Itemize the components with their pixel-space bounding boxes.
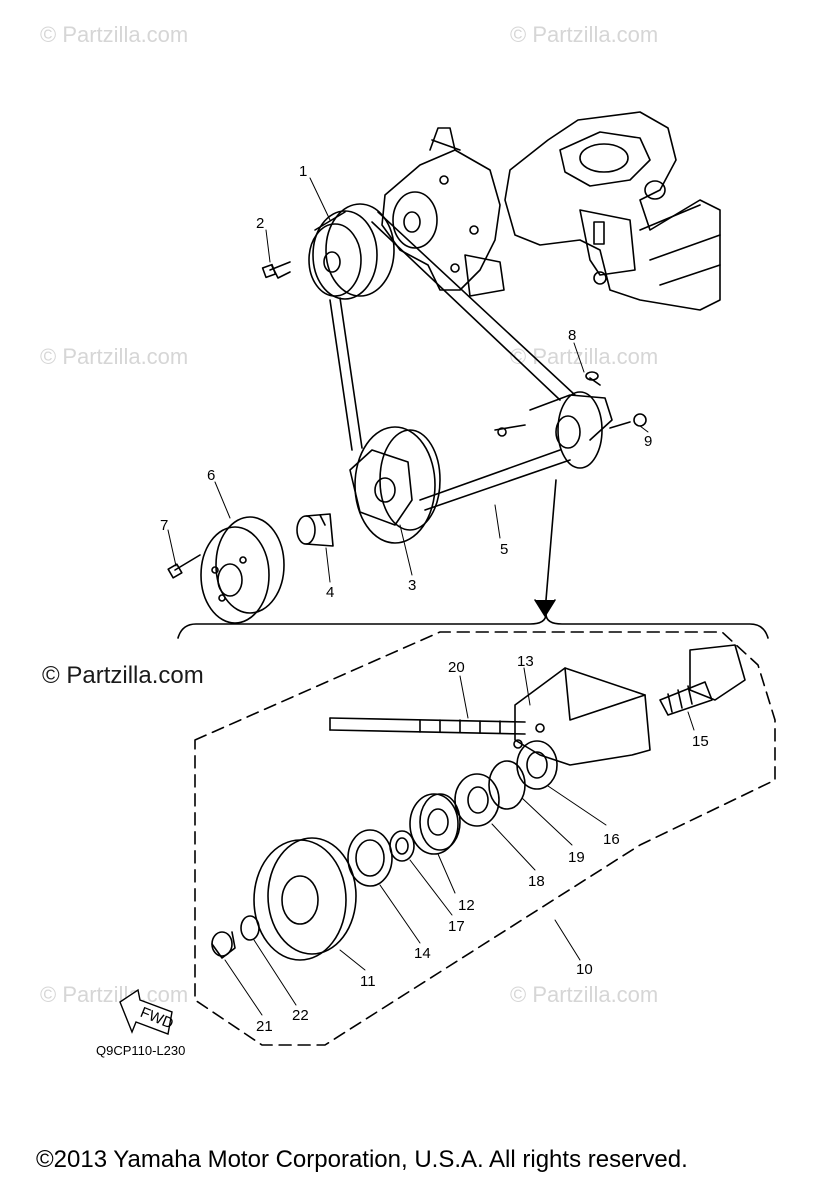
detail-pointer [544,479,557,613]
nut-21 [211,931,236,959]
detail-frame [194,631,776,1046]
washer-16 [516,740,558,790]
fwd-arrow [119,988,173,1035]
water-pump [381,127,505,297]
callout-21: 21 [256,1018,273,1035]
callout-3: 3 [408,577,416,594]
callout-4: 4 [326,584,334,601]
callout-14: 14 [414,945,431,962]
pulley-6 [200,516,285,624]
callout-5: 5 [500,541,508,558]
callout-18: 18 [528,873,545,890]
v-belt [329,211,576,511]
callout-22: 22 [292,1007,309,1024]
callout-2: 2 [256,215,264,232]
copyright-notice: ©2013 Yamaha Motor Corporation, U.S.A. A… [36,1146,688,1173]
top-pulley [308,203,395,300]
detail-bracket [177,613,769,639]
washer-18 [454,773,500,827]
callout-20: 20 [448,659,465,676]
seal-14 [347,829,393,887]
callout-13: 13 [517,653,534,670]
callout-10: 10 [576,961,593,978]
watermark: © Partzilla.com [40,344,189,369]
watermark: © Partzilla.com [510,982,659,1007]
tensioner-assembly [494,371,647,469]
rod-20 [329,717,526,735]
spacer-17 [389,830,415,862]
callout-8: 8 [568,327,576,344]
callout-17: 17 [448,918,465,935]
ring-19 [488,760,526,810]
pulley-11 [253,837,357,961]
diagram-code: Q9CP110-L230 [96,1043,186,1058]
callout-9: 9 [644,433,652,450]
bracket-13 [513,667,651,766]
watermark: © Partzilla.com [40,22,189,47]
callout-15: 15 [692,733,709,750]
callout-7: 7 [160,517,168,534]
callout-6: 6 [207,467,215,484]
bearing-12 [409,793,459,855]
watermark: © Partzilla.com [40,982,189,1007]
bolt-4 [296,513,334,547]
callout-19: 19 [568,849,585,866]
engine-block [504,111,721,311]
watermark: © Partzilla.com [510,22,659,47]
callout-1: 1 [299,163,307,180]
callout-12: 12 [458,897,475,914]
watermark-main: © Partzilla.com [42,662,204,689]
adjuster-15 [659,644,746,716]
callout-16: 16 [603,831,620,848]
washer-22 [240,915,260,941]
callout-11: 11 [360,973,376,990]
lower-pulley [349,426,441,544]
